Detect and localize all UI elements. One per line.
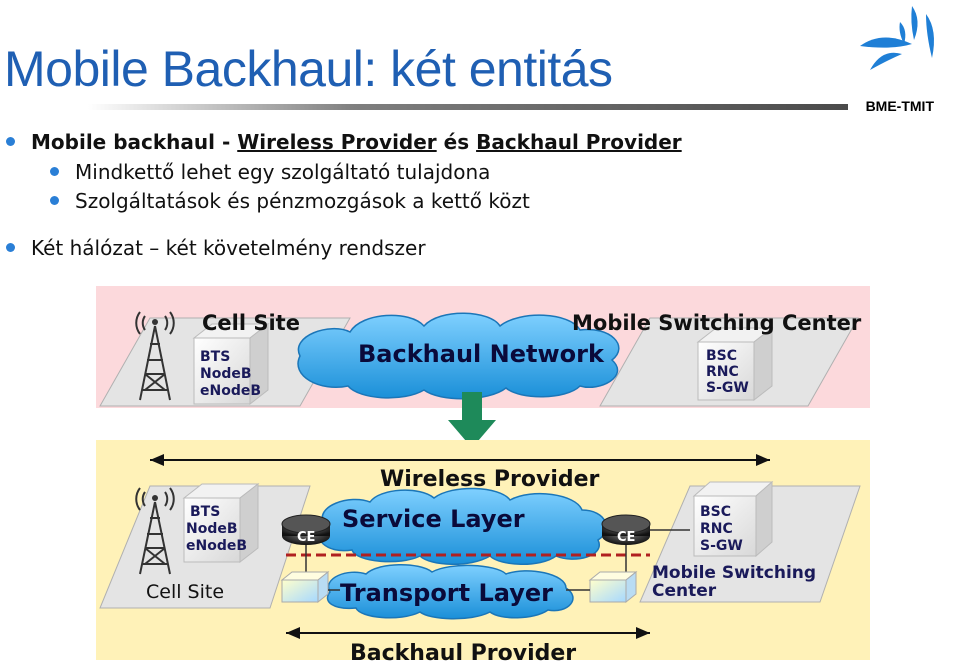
bullet-1-sub-1: Mindkettő lehet egy szolgáltató tulajdon… [50,160,490,184]
page-title: Mobile Backhaul: két entitás [4,41,613,97]
bullet-dot [6,137,15,146]
bts-line-3-top: eNodeB [200,383,261,399]
bts-line-2-bottom: NodeB [186,521,238,537]
title-divider [88,104,848,110]
bullet-2-text: Két hálózat – két követelmény rendszer [31,236,426,260]
bts-line-1-bottom: BTS [190,504,220,520]
bullet-2: Két hálózat – két követelmény rendszer [6,236,426,260]
service-layer-cloud [318,487,608,565]
ce-label-right: CE [617,530,635,545]
ce-router-left [281,514,331,545]
bsc-node-top [696,326,774,402]
bullet-1: Mobile backhaul - Wireless Provider és B… [6,130,682,154]
bme-logo [860,6,934,70]
bts-line-3-bottom: eNodeB [186,538,247,554]
bullet-dot [50,196,59,205]
link-wireless-provider[interactable]: Wireless Provider [237,130,437,154]
logo-swoosh-5 [899,22,906,44]
bsc-line-1-bottom: BSC [700,504,731,520]
wireless-provider-label: Wireless Provider [380,467,600,492]
msc-label-bottom-1: Mobile Switching [652,563,816,583]
msc-label-top: Mobile Switching Center [572,311,862,335]
ce-router-right [601,514,651,545]
logo-swoosh-2 [870,52,902,70]
cell-site-label-bottom: Cell Site [146,581,224,603]
bts-node-top [192,322,270,406]
backhaul-network-cloud [297,312,620,400]
bsc-line-3-bottom: S-GW [700,538,743,554]
bts-line-1-top: BTS [200,349,230,365]
cell-tower-icon-bottom [135,487,175,575]
bsc-node-bottom [692,480,774,558]
transport-node-left [280,570,330,604]
bullet-1-sub-1-text: Mindkettő lehet egy szolgáltató tulajdon… [75,160,491,184]
logo-swoosh-3 [911,6,918,40]
ce-label-left: CE [297,530,315,545]
transport-layer-cloud [326,564,574,620]
logo-swoosh-1 [860,37,912,48]
transport-layer-label: Transport Layer [340,579,553,607]
bsc-line-3-top: S-GW [706,380,749,396]
bullet-1-sub-2: Szolgáltatások és pénzmozgások a kettő k… [50,189,530,213]
cell-tower-icon-top [135,311,175,401]
backhaul-provider-label: Backhaul Provider [350,641,576,663]
bts-line-2-top: NodeB [200,366,252,382]
transport-node-right [588,570,638,604]
bsc-line-1-top: BSC [706,348,737,364]
logo-text: BME-TMIT [865,98,934,114]
bullet-1-sub-2-text: Szolgáltatások és pénzmozgások a kettő k… [75,189,530,213]
logo-swoosh-4 [926,14,934,58]
msc-label-bottom-2: Center [652,581,717,601]
bullet-1-mid: és [436,130,477,154]
bullet-1-prefix: Mobile backhaul - [31,130,238,154]
bts-node-bottom [182,482,260,564]
bullet-dot [50,167,59,176]
link-backhaul-provider[interactable]: Backhaul Provider [476,130,682,154]
bsc-line-2-bottom: RNC [700,521,733,537]
backhaul-network-label: Backhaul Network [358,340,605,368]
bsc-line-2-top: RNC [706,364,739,380]
cell-site-label-top: Cell Site [202,311,300,335]
down-arrow [448,392,496,448]
service-layer-label: Service Layer [342,505,525,533]
bullet-dot [6,243,15,252]
